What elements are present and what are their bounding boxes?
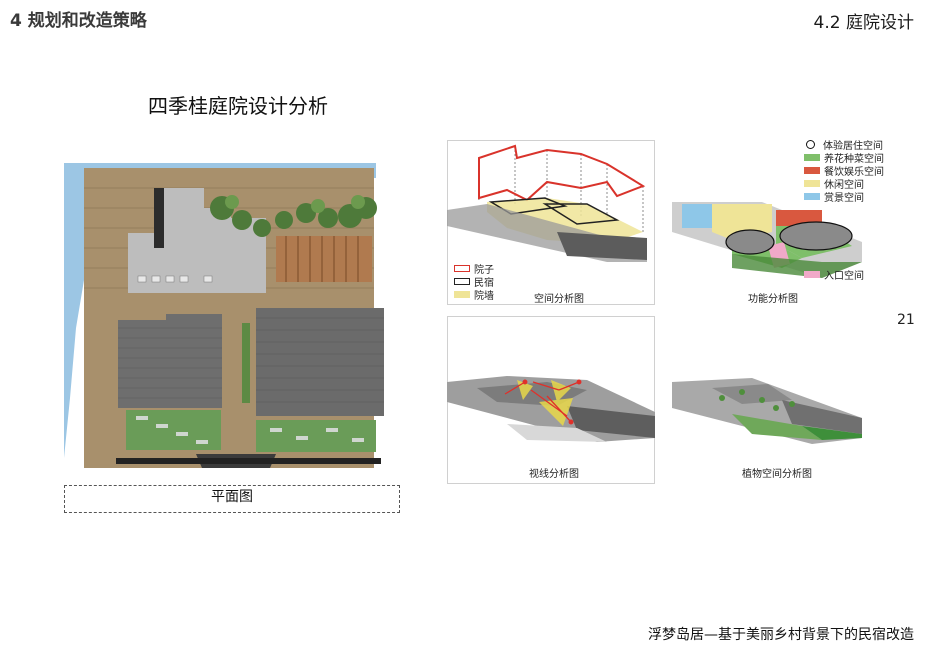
legend-swatch — [454, 265, 470, 272]
legend-swatch — [804, 180, 820, 187]
legend-label: 院子 — [474, 265, 494, 276]
legend-item-courtyard: 院子 — [454, 262, 494, 276]
legend-label: 养花种菜空间 — [824, 154, 884, 165]
sightline-analysis-caption: 视线分析图 — [529, 469, 579, 480]
legend-item-living: 体验居住空间 — [804, 138, 884, 152]
page-title: 四季桂庭院设计分析 — [148, 94, 328, 118]
right-roof — [256, 308, 384, 416]
space-analysis-drawing — [447, 144, 647, 262]
planting-analysis-caption: 植物空间分析图 — [742, 469, 812, 480]
legend-swatch — [804, 167, 820, 174]
planting-analysis-drawing — [672, 378, 862, 444]
legend-label: 入口空间 — [824, 271, 864, 282]
function-legend: 体验居住空间 养花种菜空间 餐饮娱乐空间 休闲空间 赏景空间 — [804, 138, 884, 204]
function-analysis-caption: 功能分析图 — [748, 294, 798, 305]
legend-swatch — [454, 278, 470, 285]
legend-label: 餐饮娱乐空间 — [824, 167, 884, 178]
legend-item-viewing: 赏景空间 — [804, 190, 884, 204]
right-garden — [256, 420, 376, 452]
site-plan-image — [64, 163, 384, 468]
subsection-title: 4.2 庭院设计 — [813, 13, 914, 33]
plan-caption-frame — [64, 485, 400, 513]
sightline-analysis-drawing — [447, 376, 655, 442]
pergola — [276, 236, 372, 282]
legend-swatch — [804, 193, 820, 200]
legend-item-entrance: 入口空间 — [804, 268, 864, 282]
legend-label: 休闲空间 — [824, 180, 864, 191]
legend-label: 体验居住空间 — [823, 141, 883, 152]
footer-title: 浮梦岛居—基于美丽乡村背景下的民宿改造 — [648, 627, 914, 643]
legend-item-garden: 养花种菜空间 — [804, 151, 884, 165]
legend-swatch — [804, 154, 820, 161]
legend-item-dining: 餐饮娱乐空间 — [804, 164, 884, 178]
legend-swatch — [454, 291, 470, 298]
legend-label: 赏景空间 — [824, 193, 864, 204]
legend-label: 院墙 — [474, 291, 494, 302]
space-analysis-caption: 空间分析图 — [534, 294, 584, 305]
legend-swatch — [806, 140, 815, 149]
legend-item-leisure: 休闲空间 — [804, 177, 884, 191]
courtyard-outline — [478, 144, 646, 202]
plan-caption: 平面图 — [211, 489, 253, 505]
page-number: 21 — [897, 312, 915, 328]
legend-item-wall: 院墙 — [454, 288, 494, 302]
space-legend: 院子 民宿 院墙 — [454, 262, 494, 302]
function-analysis-drawing — [672, 202, 862, 278]
legend-item-homestay: 民宿 — [454, 275, 494, 289]
legend-label: 民宿 — [474, 278, 494, 289]
left-roof — [118, 314, 222, 408]
section-title: 4 规划和改造策略 — [10, 11, 147, 31]
legend-swatch — [804, 271, 820, 278]
